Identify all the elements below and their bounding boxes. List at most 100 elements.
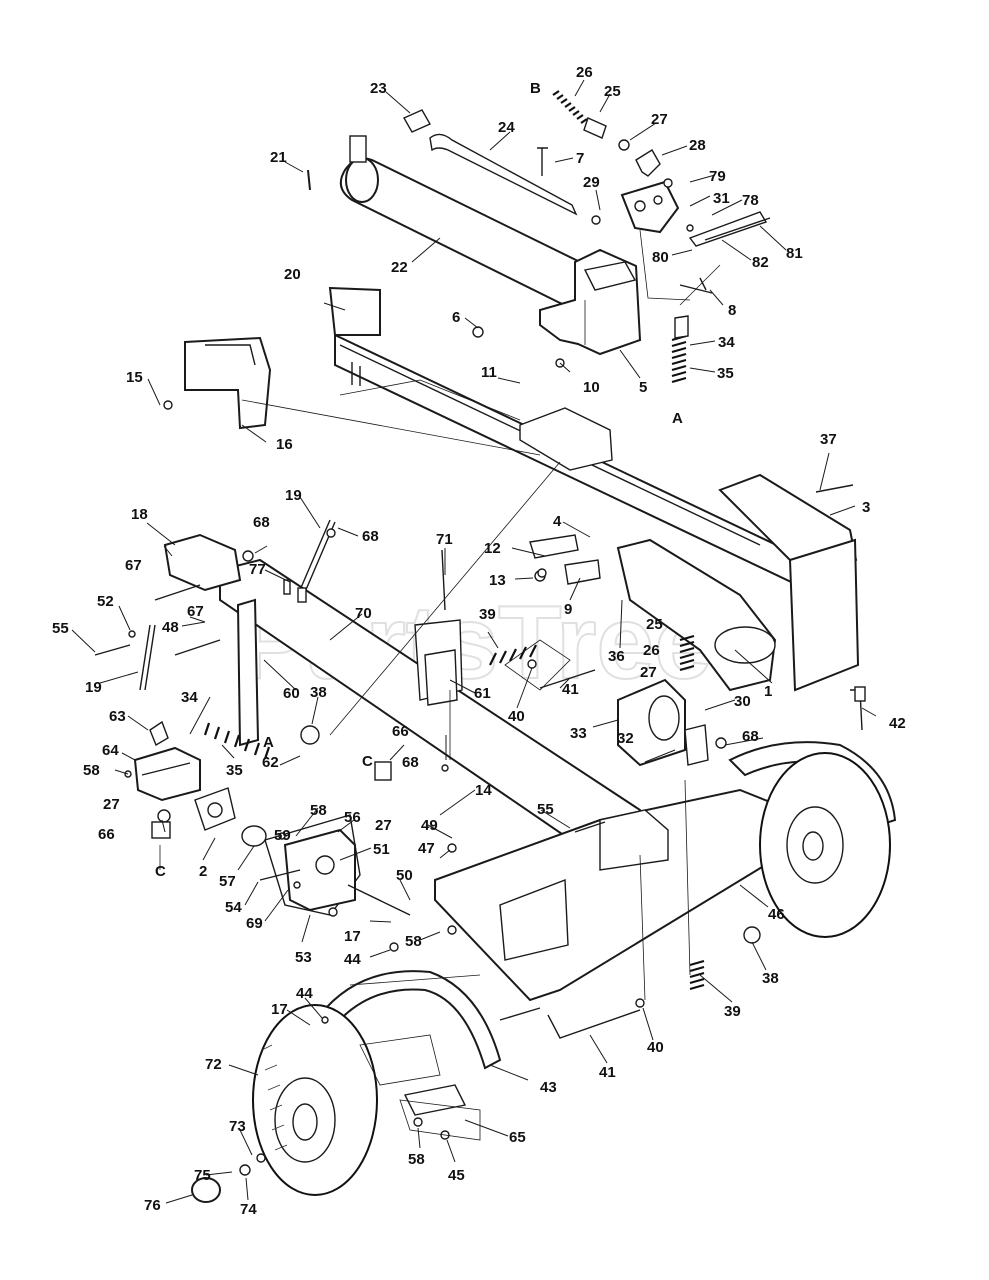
small-hardware	[124, 178, 761, 1140]
connection-letters: A A B C C	[155, 80, 683, 880]
callout-6: 6	[452, 309, 460, 326]
callout-4: 4	[553, 513, 562, 530]
fender-left	[318, 970, 502, 1070]
callout-52: 52	[97, 593, 114, 610]
callout-21: 21	[270, 149, 287, 166]
callout-7: 7	[576, 150, 584, 167]
elbow-pump	[149, 720, 169, 747]
callout-44a: 44	[344, 951, 361, 968]
spring-39-upper	[489, 644, 537, 666]
letter-a-lower: A	[263, 734, 274, 751]
coupler-guard	[283, 828, 356, 912]
callout-16: 16	[276, 436, 293, 453]
callout-35b: 35	[226, 762, 243, 779]
callout-63: 63	[109, 708, 126, 725]
callout-14: 14	[475, 782, 492, 799]
callout-68a: 68	[253, 514, 270, 531]
callout-5: 5	[639, 379, 647, 396]
coupler	[241, 825, 267, 847]
callout-47: 47	[418, 840, 435, 857]
callout-54: 54	[225, 899, 242, 916]
callout-56: 56	[344, 809, 361, 826]
spring-39-lower	[689, 959, 705, 991]
beam-slide	[519, 407, 613, 471]
callout-55b: 55	[52, 620, 69, 637]
callout-18: 18	[131, 506, 148, 523]
hose-fitting-upper	[552, 90, 630, 151]
filter-fitting	[684, 724, 709, 766]
callout-25a: 25	[604, 83, 621, 100]
callout-23: 23	[370, 80, 387, 97]
wedge-plate	[788, 538, 860, 692]
callout-29: 29	[583, 174, 600, 191]
letter-c-lower: C	[155, 863, 166, 880]
callout-30: 30	[734, 693, 751, 710]
callout-77: 77	[249, 561, 266, 578]
letter-c-upper: C	[362, 753, 373, 770]
callout-24: 24	[498, 119, 515, 136]
callout-44b: 44	[296, 985, 313, 1002]
hydraulic-filter	[617, 678, 686, 767]
callout-48: 48	[162, 619, 179, 636]
cylinder-cap	[403, 109, 431, 133]
callout-59: 59	[274, 827, 291, 844]
callout-66b: 66	[98, 826, 115, 843]
callout-76: 76	[144, 1197, 161, 1214]
callout-22: 22	[391, 259, 408, 276]
callout-57: 57	[219, 873, 236, 890]
callout-27d: 27	[103, 796, 120, 813]
callout-67b: 67	[187, 603, 204, 620]
callout-2: 2	[199, 863, 207, 880]
hitch-coupler	[163, 533, 242, 592]
callout-17a: 17	[344, 928, 361, 945]
callout-35a: 35	[717, 365, 734, 382]
callout-58b: 58	[310, 802, 327, 819]
nipple-fitting	[283, 579, 866, 702]
callout-27b: 27	[640, 664, 657, 681]
callout-15: 15	[126, 369, 143, 386]
callout-75: 75	[194, 1167, 211, 1184]
callout-28: 28	[689, 137, 706, 154]
callout-58c: 58	[405, 933, 422, 950]
hose-a-lower	[203, 722, 271, 760]
callout-13: 13	[489, 572, 506, 589]
callout-58a: 58	[83, 762, 100, 779]
cylinder-mount-bracket	[539, 248, 642, 356]
callout-9: 9	[564, 601, 572, 618]
callout-8: 8	[728, 302, 736, 319]
callout-58d: 58	[408, 1151, 425, 1168]
callout-64: 64	[102, 742, 119, 759]
pad-plates	[403, 534, 601, 1116]
hub-cap	[191, 1153, 266, 1203]
callout-68b: 68	[362, 528, 379, 545]
callout-11: 11	[481, 364, 497, 381]
return-hose	[679, 634, 695, 672]
callout-25b: 25	[646, 616, 663, 633]
callout-3: 3	[862, 499, 870, 516]
callout-62: 62	[262, 754, 279, 771]
callout-27c: 27	[375, 817, 392, 834]
callout-20: 20	[284, 266, 301, 283]
callout-32: 32	[617, 730, 634, 747]
callout-19b: 19	[85, 679, 102, 696]
callout-82: 82	[752, 254, 769, 271]
callout-43: 43	[540, 1079, 557, 1096]
safety-chain-lower	[139, 624, 156, 691]
callout-39b: 39	[724, 1003, 741, 1020]
callout-37: 37	[820, 431, 837, 448]
pump-spacer	[151, 761, 392, 839]
callout-39a: 39	[479, 606, 496, 623]
callout-71: 71	[436, 531, 453, 548]
hydraulic-tube	[429, 133, 578, 216]
callout-40a: 40	[508, 708, 525, 725]
callout-38b: 38	[762, 970, 779, 987]
callout-17b: 17	[271, 1001, 288, 1018]
reference-lines	[159, 229, 721, 1141]
callout-19a: 19	[285, 487, 302, 504]
leader-lines	[71, 79, 877, 1204]
callout-69: 69	[246, 915, 263, 932]
hose-a-upper	[671, 315, 689, 384]
callout-73: 73	[229, 1118, 246, 1135]
elbow-fitting	[635, 149, 661, 177]
